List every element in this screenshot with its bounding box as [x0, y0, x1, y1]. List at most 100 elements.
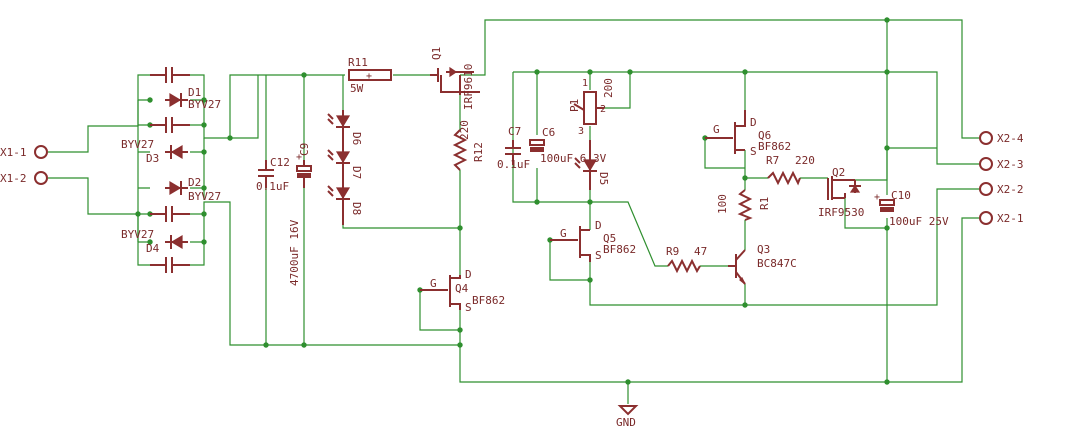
resistor-r9-name: R9 [666, 245, 679, 258]
connector-label: X2-4 [997, 132, 1024, 145]
potentiometer-p1-value: 200 [602, 78, 615, 98]
jfet-q4-value: BF862 [472, 294, 505, 307]
jfet-q6-name: Q6 [758, 129, 771, 142]
mosfet-q1-name: Q1 [430, 47, 443, 60]
connector-label: X1-1 [0, 146, 27, 159]
jfet-q5-source: S [595, 249, 602, 262]
bjt-q3-name: Q3 [757, 243, 770, 256]
connector-x1-2[interactable]: X1-2 [0, 171, 48, 185]
capacitor-c12[interactable]: C12 0.1uF [256, 156, 290, 193]
connector-label: X1-2 [0, 172, 27, 185]
potentiometer-p1-pin2: 2 [600, 104, 606, 115]
diode-d4[interactable]: BYV27 D4 [121, 228, 188, 255]
ground-label: GND [616, 416, 636, 429]
diode-d1-name: D1 [188, 86, 201, 99]
bridge-capacitors [150, 67, 190, 273]
capacitor-c6[interactable]: C6 100uF 6.3V [529, 126, 607, 165]
capacitor-c10-name: C10 [891, 189, 911, 202]
potentiometer-p1[interactable]: P1 1 2 3 200 [568, 78, 615, 137]
capacitor-c6-name: C6 [542, 126, 555, 139]
wires [48, 19, 980, 404]
bjt-q3-value: BC847C [757, 257, 797, 270]
mosfet-q1[interactable]: Q1 IRF9610 [430, 47, 480, 110]
jfet-q6-drain: D [750, 116, 757, 129]
capacitor-c12-value: 0.1uF [256, 180, 289, 193]
junctions [135, 17, 890, 385]
jfet-q4-source: S [465, 301, 472, 314]
jfet-q6-source: S [750, 145, 757, 158]
capacitor-c9[interactable]: + C9 4700uF 16V [288, 143, 312, 286]
jfet-q4-drain: D [465, 268, 472, 281]
jfet-q6[interactable]: G D S Q6 BF862 [705, 110, 791, 158]
led-d7-name: D7 [350, 166, 363, 179]
jfet-q6-value: BF862 [758, 140, 791, 153]
connector-x2-4[interactable]: X2-4 [979, 131, 1024, 145]
svg-text:+: + [296, 152, 302, 163]
connector-label: X2-2 [997, 183, 1024, 196]
resistor-r7[interactable]: R7 220 [766, 154, 815, 186]
mosfet-q1-value: IRF9610 [462, 64, 475, 110]
resistor-r11-value: 5W [350, 82, 364, 95]
mosfet-q2-value: IRF9530 [818, 206, 864, 219]
led-d8[interactable]: D8 [327, 170, 363, 225]
diode-d4-name: D4 [146, 242, 160, 255]
jfet-q4-gate: G [430, 277, 437, 290]
resistor-r12-name: R12 [472, 142, 485, 162]
led-d5[interactable]: D5 [574, 140, 610, 190]
jfet-q5[interactable]: G D S Q5 BF862 [550, 219, 636, 262]
connector-label: X2-3 [997, 158, 1024, 171]
svg-text:+: + [366, 71, 372, 82]
led-d7[interactable]: D7 [327, 135, 363, 179]
capacitor-c10[interactable]: + C10 100uF 25V [874, 189, 949, 228]
led-d6-name: D6 [350, 132, 363, 145]
jfet-q5-value: BF862 [603, 243, 636, 256]
connector-x1-1[interactable]: X1-1 [0, 145, 48, 159]
ground-symbol: GND [616, 405, 639, 429]
resistor-r7-name: R7 [766, 154, 779, 167]
resistor-r1-name: R1 [758, 197, 771, 210]
jfet-q5-gate: G [560, 227, 567, 240]
capacitor-c7-value: 0.1uF [497, 158, 530, 171]
capacitor-c7[interactable]: C7 0.1uF [497, 125, 530, 171]
diode-d2[interactable]: D2 BYV27 [165, 176, 221, 203]
capacitor-c6-value: 100uF 6.3V [540, 152, 607, 165]
led-d5-name: D5 [597, 172, 610, 185]
jfet-q5-drain: D [595, 219, 602, 232]
potentiometer-p1-pin1: 1 [582, 78, 588, 89]
potentiometer-p1-pin3: 3 [578, 126, 584, 137]
connector-x2-2[interactable]: X2-2 [979, 182, 1024, 196]
jfet-q6-gate: G [713, 123, 720, 136]
led-d6[interactable]: D6 [327, 110, 363, 145]
diode-d4-value: BYV27 [121, 228, 154, 241]
connector-label: X2-1 [997, 212, 1024, 225]
jfet-q4[interactable]: G D S Q4 BF862 [420, 268, 505, 314]
bjt-q3[interactable]: Q3 BC847C [728, 243, 797, 285]
diode-d2-value: BYV27 [188, 190, 221, 203]
resistor-r11[interactable]: + R11 5W [348, 56, 392, 95]
resistor-r1[interactable]: R1 100 [716, 189, 771, 221]
diode-d3[interactable]: BYV27 D3 [121, 138, 188, 165]
capacitor-c10-value: 100uF 25V [889, 215, 949, 228]
resistor-r12[interactable]: R12 220 [452, 120, 485, 171]
capacitor-c9-value: 4700uF 16V [288, 219, 301, 286]
jfet-q5-name: Q5 [603, 232, 616, 245]
diode-d3-value: BYV27 [121, 138, 154, 151]
jfet-q4-name: Q4 [455, 282, 469, 295]
connector-x2-3[interactable]: X2-3 [979, 157, 1024, 171]
resistor-r12-value: 220 [458, 120, 471, 140]
capacitor-c9-name: C9 [298, 143, 311, 156]
diode-d1[interactable]: D1 BYV27 [165, 86, 221, 111]
capacitor-c7-name: C7 [508, 125, 521, 138]
svg-text:+: + [874, 192, 880, 203]
led-d8-name: D8 [350, 202, 363, 215]
resistor-r9[interactable]: R9 47 [666, 245, 707, 274]
diode-d2-name: D2 [188, 176, 201, 189]
resistor-r11-name: R11 [348, 56, 368, 69]
potentiometer-p1-name: P1 [568, 99, 581, 112]
connector-x2-1[interactable]: X2-1 [979, 211, 1024, 225]
mosfet-q2[interactable]: Q2 IRF9530 [818, 166, 864, 219]
resistor-r1-value: 100 [716, 194, 729, 214]
diode-d3-name: D3 [146, 152, 159, 165]
resistor-r9-value: 47 [694, 245, 707, 258]
